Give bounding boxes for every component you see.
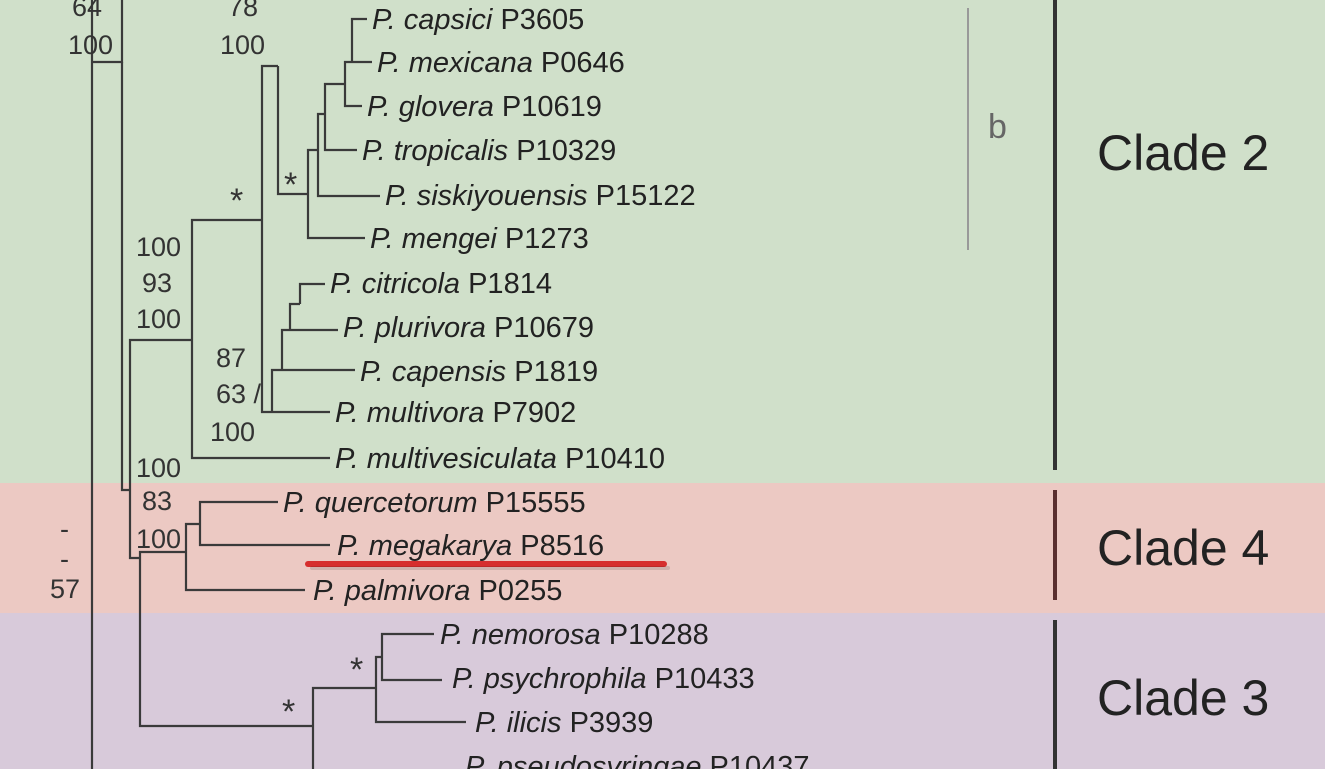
support-value: - bbox=[60, 544, 69, 574]
support-value: 100 bbox=[68, 30, 113, 60]
support-value: 78 bbox=[228, 0, 258, 22]
tree-branches bbox=[90, 0, 466, 769]
support-value: 57 bbox=[50, 574, 80, 604]
support-value: - bbox=[60, 514, 69, 544]
support-value: 93 bbox=[142, 268, 172, 298]
taxon-label: P. palmivora P0255 bbox=[313, 575, 562, 607]
subgroup-b-label: b bbox=[988, 108, 1007, 146]
branch-backbone bbox=[120, 62, 130, 492]
taxon-label: P. pseudosyringae P10437 bbox=[465, 751, 810, 769]
support-value: 100 bbox=[136, 453, 181, 483]
taxon-label: P. mexicana P0646 bbox=[377, 47, 625, 79]
support-value: 100 bbox=[210, 417, 255, 447]
taxon-labels: P. capsici P3605 P. mexicana P0646 P. gl… bbox=[283, 4, 810, 769]
support-values: 64 100 78 100 100 93 100 87 63 / 100 100… bbox=[50, 0, 363, 731]
clade-3-label: Clade 3 bbox=[1097, 670, 1269, 726]
taxon-label: P. glovera P10619 bbox=[367, 91, 602, 123]
support-value: 100 bbox=[136, 304, 181, 334]
support-star: * bbox=[230, 182, 243, 220]
branch-clade2-3-4 bbox=[128, 338, 192, 490]
taxon-label: P. citricola P1814 bbox=[330, 268, 552, 300]
clade-4-band bbox=[0, 483, 1325, 613]
taxon-label: P. capensis P1819 bbox=[360, 356, 598, 388]
taxon-label: P. capsici P3605 bbox=[372, 4, 584, 36]
support-value: 100 bbox=[136, 232, 181, 262]
taxon-label: P. multivesiculata P10410 bbox=[335, 443, 665, 475]
clade-brackets bbox=[967, 0, 1057, 769]
taxon-label-highlighted: P. megakarya P8516 bbox=[337, 530, 604, 562]
taxon-label: P. mengei P1273 bbox=[370, 223, 589, 255]
support-star: * bbox=[350, 651, 363, 689]
taxon-label: P. plurivora P10679 bbox=[343, 312, 594, 344]
taxon-label: P. ilicis P3939 bbox=[475, 707, 653, 739]
taxon-label: P. psychrophila P10433 bbox=[452, 663, 755, 695]
support-value: 87 bbox=[216, 343, 246, 373]
support-value: 100 bbox=[136, 524, 181, 554]
clade-2-label: Clade 2 bbox=[1097, 125, 1269, 181]
taxon-label: P. tropicalis P10329 bbox=[362, 135, 616, 167]
clade-2-band bbox=[0, 0, 1325, 483]
support-value: 83 bbox=[142, 486, 172, 516]
taxon-label: P. nemorosa P10288 bbox=[440, 619, 709, 651]
support-star: * bbox=[284, 166, 297, 204]
support-value: 63 / bbox=[216, 379, 262, 409]
branch-clade4-node bbox=[138, 550, 186, 558]
support-value: 64 bbox=[72, 0, 102, 22]
taxon-label: P. siskiyouensis P15122 bbox=[385, 180, 696, 212]
clade-3-band bbox=[0, 613, 1325, 769]
taxon-label: P. multivora P7902 bbox=[335, 397, 576, 429]
branch-clade3-node bbox=[138, 558, 313, 728]
branch-clade2-node bbox=[190, 218, 262, 340]
clade-4-label: Clade 4 bbox=[1097, 520, 1269, 576]
support-value: 100 bbox=[220, 30, 265, 60]
taxon-label: P. quercetorum P15555 bbox=[283, 487, 586, 519]
support-star: * bbox=[282, 693, 295, 731]
